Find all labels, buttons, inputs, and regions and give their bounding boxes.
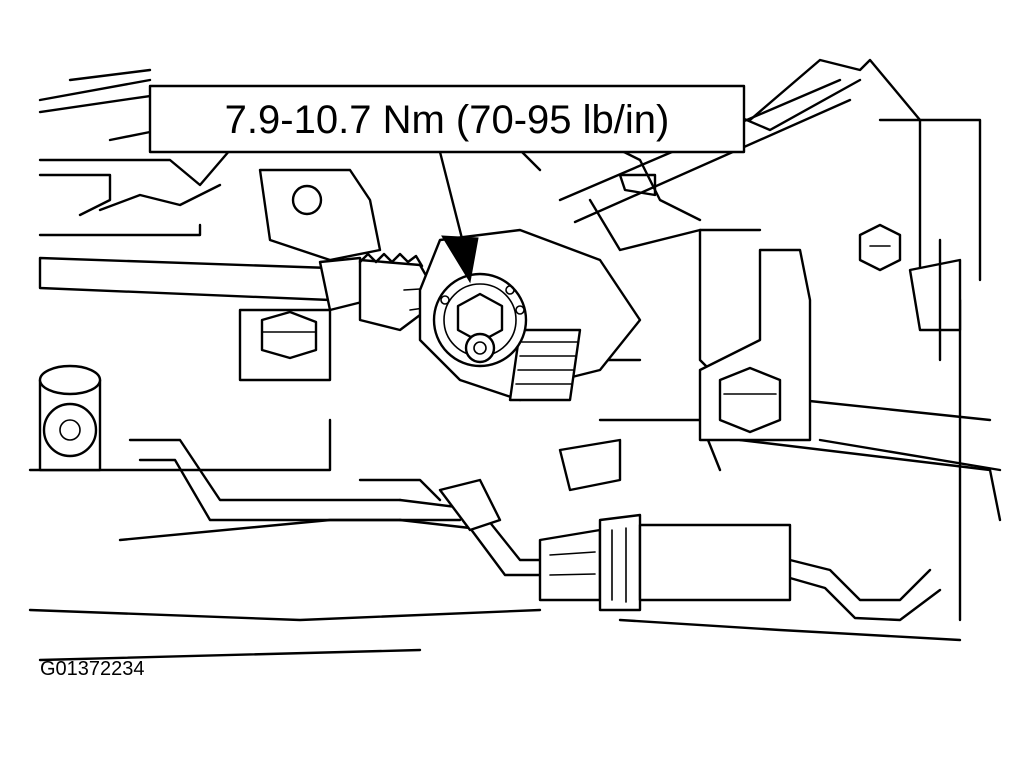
- harness-clip: [438, 438, 622, 532]
- shift-cable-rod: [38, 252, 442, 332]
- electrical-connector: [538, 513, 792, 612]
- top-right-bolt: [858, 223, 902, 272]
- right-clip: [908, 238, 962, 362]
- bracket-upper: [258, 168, 382, 262]
- torque-nut: [432, 272, 528, 368]
- ridged-pad: [508, 328, 582, 402]
- right-bolt: [718, 366, 782, 434]
- torque-callout: 7.9-10.7 Nm (70-95 lb/in): [148, 84, 746, 154]
- left-round-boss: [38, 364, 102, 472]
- pointer-arrow: [438, 150, 479, 284]
- wiring-harness: [128, 438, 942, 622]
- left-bolt: [238, 308, 332, 382]
- figure-code: G01372234: [40, 658, 145, 680]
- torque-spec-label: 7.9-10.7 Nm (70-95 lb/in): [225, 98, 670, 142]
